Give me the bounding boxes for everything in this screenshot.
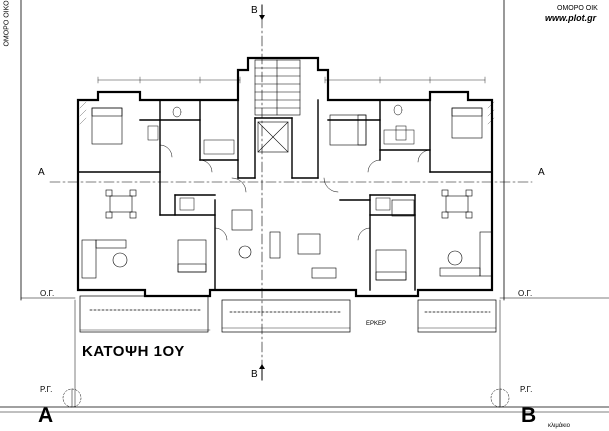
level-rg-left: Ρ.Γ.: [40, 385, 53, 394]
section-a-left: A: [38, 167, 45, 178]
section-b-bottom: B: [251, 369, 258, 380]
balconies: [79, 295, 497, 333]
exterior-wall: [76, 56, 494, 298]
section-a-right: A: [538, 167, 545, 178]
grid-bubbles: [62, 388, 510, 408]
grid-label-a: A: [38, 404, 54, 427]
watermark: www.plot.gr: [545, 13, 597, 23]
bathrooms: [147, 104, 415, 211]
bottom-right-note: κλιμάκιο: [548, 423, 570, 429]
dining-tables: [105, 189, 473, 255]
neighbor-label-left: ΟΜΟΡΟ ΟΙΚΟ: [3, 0, 11, 47]
grid-label-b: B: [521, 404, 537, 427]
neighbor-label-right: ΟΜΟΡΟ ΟΙΚ: [557, 5, 598, 12]
level-og-left: Ο.Γ.: [40, 289, 55, 298]
level-og-right: Ο.Γ.: [518, 289, 533, 298]
level-rg-right: Ρ.Γ.: [520, 385, 533, 394]
section-b-top: B: [251, 5, 258, 16]
sofas: [81, 231, 493, 279]
beds: [91, 107, 483, 281]
staircase: [254, 59, 301, 153]
plan-title: ΚΑΤΟΨΗ 1ΟΥ: [82, 343, 185, 360]
erker-label: ΕΡΚΕΡ: [366, 321, 387, 327]
